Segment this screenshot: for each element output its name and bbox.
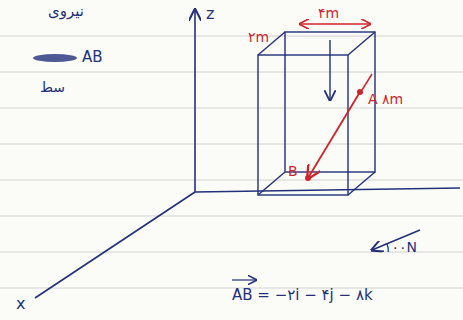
axis-label: x <box>16 296 25 312</box>
axes <box>35 10 460 298</box>
note-text: سط <box>40 80 65 94</box>
dimension: ۴m <box>318 6 339 20</box>
ruled-lines <box>0 36 463 288</box>
axis-label: z <box>206 6 214 22</box>
vector-equation: AB = −۲i − ۴j − ۸k <box>232 288 373 303</box>
dimension: ۲m <box>248 30 269 44</box>
box <box>258 32 375 195</box>
force-label: ۱۰۰N <box>384 240 417 254</box>
note-text: AB <box>82 50 103 65</box>
scribble <box>33 54 77 62</box>
point-label: B <box>288 164 298 178</box>
point-label: A <box>368 92 378 106</box>
note-text: نیروی <box>48 4 84 19</box>
dimension: ۸m <box>382 92 403 106</box>
